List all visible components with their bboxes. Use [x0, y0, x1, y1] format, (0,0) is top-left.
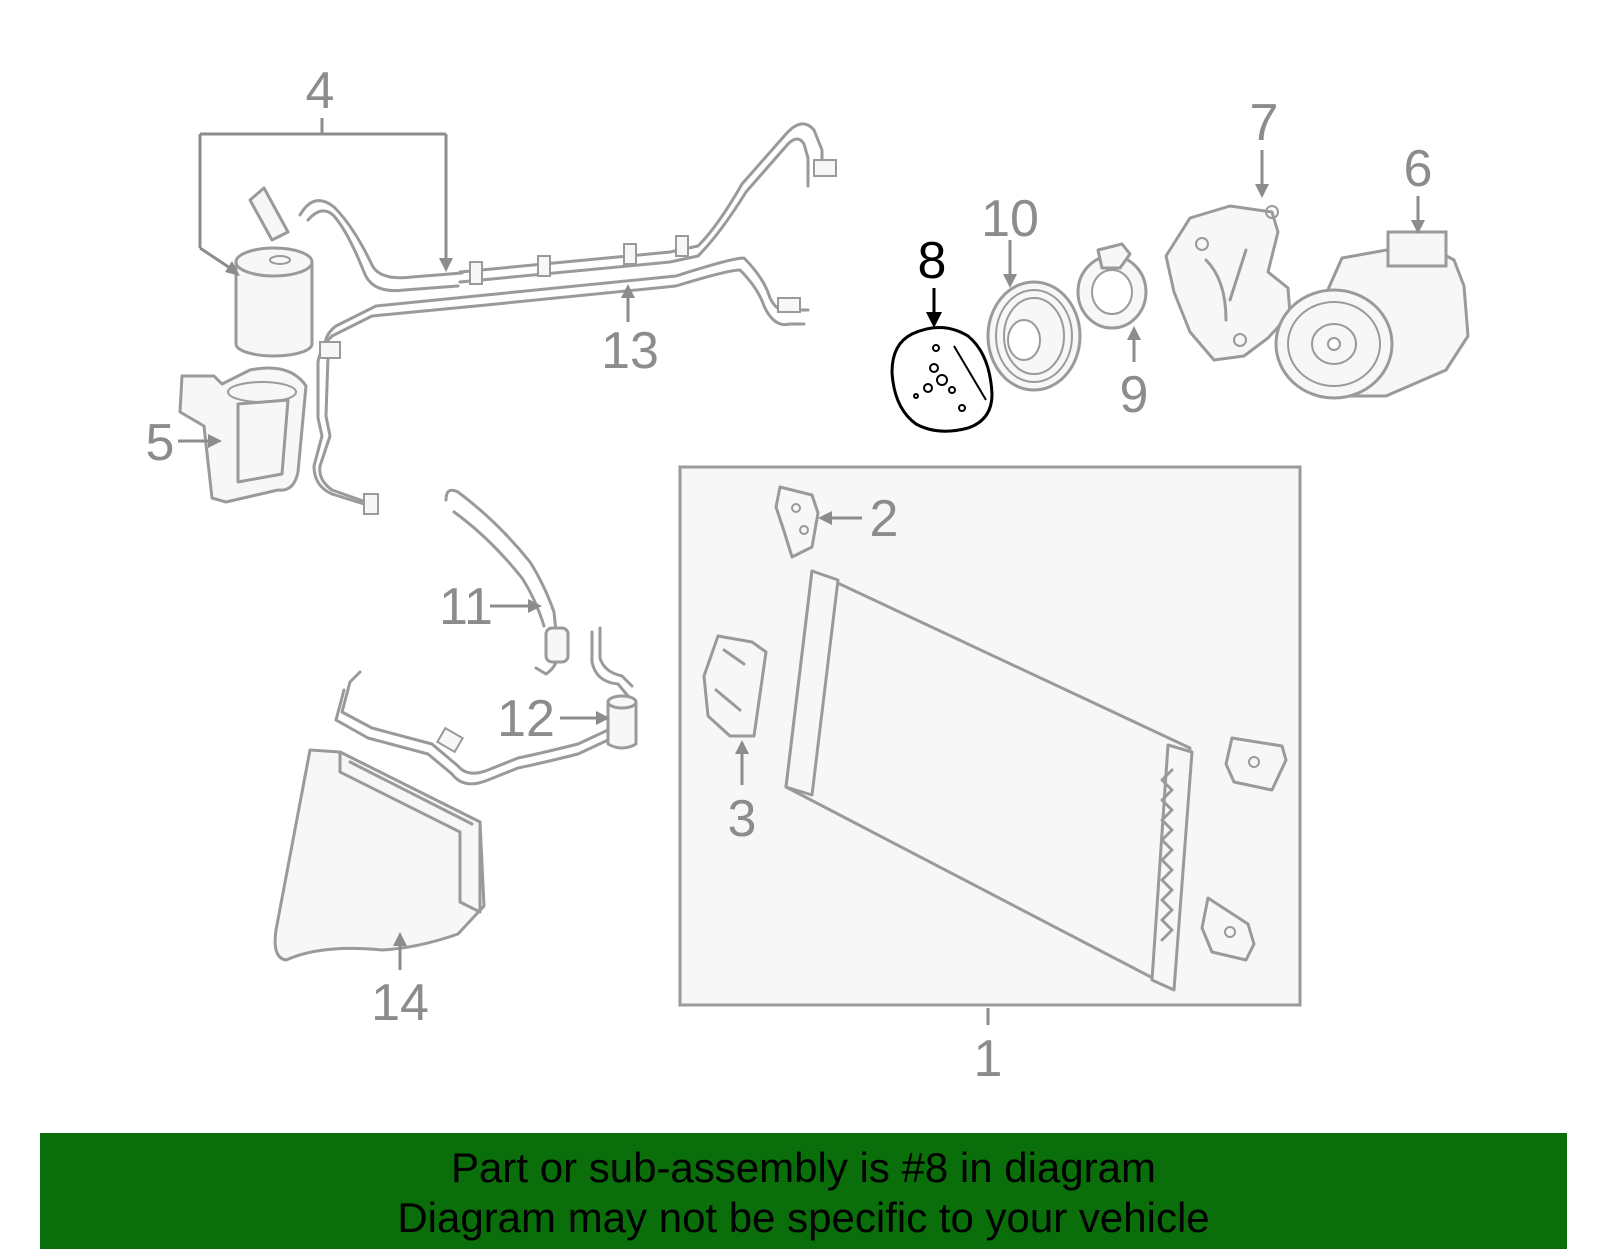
callout-9: 9	[1120, 366, 1149, 424]
part-1-condenser-assembly	[678, 465, 1302, 1025]
part-12-ac-line	[334, 626, 638, 786]
part-2-bracket	[774, 485, 862, 559]
callout-1: 1	[974, 1030, 1003, 1088]
callout-10: 10	[981, 190, 1039, 248]
part-14-evaporator-core	[273, 748, 486, 970]
callout-14: 14	[371, 974, 429, 1032]
condenser-mount-lower-right	[1200, 896, 1256, 962]
condenser-mount-upper-right	[1224, 736, 1288, 792]
part-5-evaporator-housing	[178, 366, 308, 504]
callout-5: 5	[146, 414, 175, 472]
part-11-ac-hose	[444, 488, 570, 676]
banner-vehicle-disclaimer: Diagram may not be specific to your vehi…	[397, 1194, 1210, 1241]
part-6-compressor	[1274, 196, 1470, 400]
callout-12: 12	[497, 690, 555, 748]
part-7-compressor-bracket	[1164, 150, 1292, 362]
part-9-clutch-coil	[1076, 242, 1148, 362]
callout-2: 2	[870, 490, 899, 548]
part-4-leader	[198, 118, 453, 276]
callout-4: 4	[306, 62, 335, 120]
callout-3: 3	[728, 790, 757, 848]
callout-11: 11	[439, 578, 493, 636]
part-3-bracket	[702, 634, 768, 785]
callout-6: 6	[1404, 140, 1433, 198]
part-4-accumulator-drier	[234, 186, 464, 358]
banner-part-notice: Part or sub-assembly is #8 in diagram	[451, 1144, 1156, 1191]
disclaimer-banner: Part or sub-assembly is #8 in diagram Di…	[40, 1133, 1567, 1249]
callout-13: 13	[601, 322, 659, 380]
part-8-clutch-plate-shim	[890, 288, 994, 433]
part-13-ac-lines	[312, 122, 837, 515]
callout-8-highlighted: 8	[918, 232, 947, 290]
callout-7: 7	[1250, 94, 1279, 152]
part-10-clutch-pulley	[986, 240, 1082, 392]
